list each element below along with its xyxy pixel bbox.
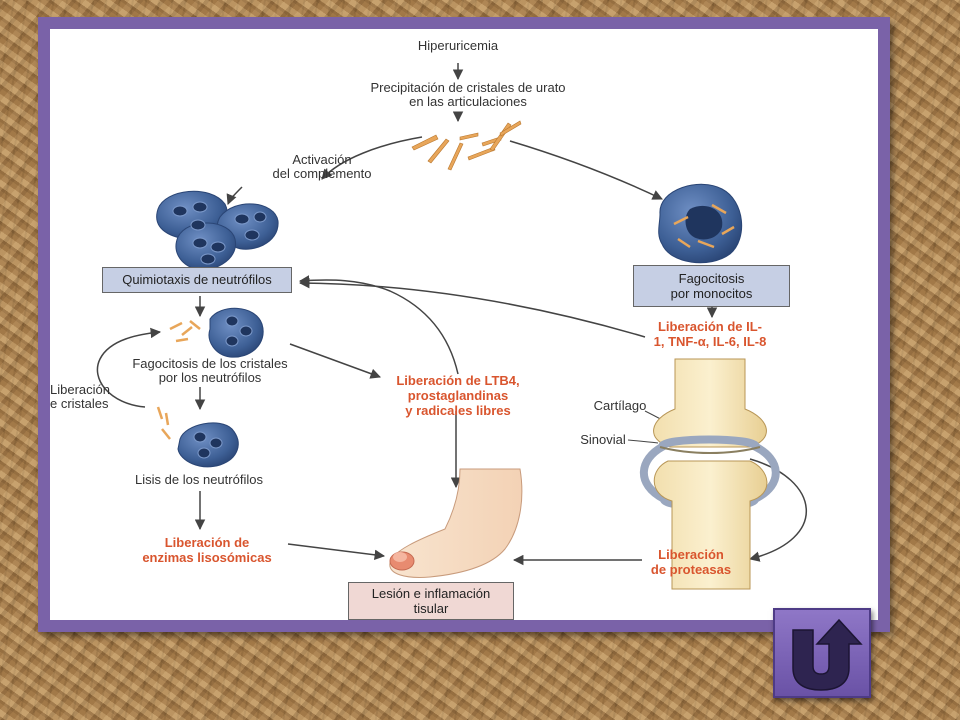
neutrophil-cluster: [156, 190, 279, 271]
hyperuricemia-label: Hiperuricemia: [417, 38, 499, 53]
urate-crystals: [411, 120, 522, 171]
arrow-complement-neutrophils: [226, 186, 243, 205]
cartilage-label: Cartílago: [593, 398, 647, 413]
pathway-graphics: [96, 63, 807, 590]
arrow-to-ltb4: [289, 343, 381, 379]
chemotaxis-box: Quimiotaxis de neutrófilos: [102, 267, 292, 293]
arrow-ltb4-chemotaxis: [298, 275, 459, 375]
slide-frame: Hiperuricemia Precipitación de cristales…: [38, 17, 890, 632]
lysing-neutrophil: [156, 406, 239, 468]
monocyte: [658, 183, 743, 264]
arrow-il-chemotaxis: [298, 277, 646, 338]
il-release-label: Liberación de IL-1, TNF-α, IL-6, IL-8: [653, 319, 767, 349]
arrow-enzymes-foot: [287, 543, 386, 561]
arrow-crystal-release-loop: [96, 327, 162, 408]
joint-illustration: [639, 358, 780, 590]
foot-illustration: [389, 468, 523, 578]
u-turn-back-arrow-icon: [792, 618, 863, 691]
phagocytosing-neutrophil: [169, 307, 264, 358]
synovial-label: Sinovial: [580, 432, 626, 447]
arrow-to-complement: [321, 136, 423, 180]
diagram-panel: Hiperuricemia Precipitación de cristales…: [50, 29, 878, 620]
arrow-to-monocytes: [509, 140, 663, 200]
back-button[interactable]: [773, 608, 871, 698]
neutrophil-lysis-label: Lisis de los neutrófilos: [135, 472, 263, 487]
